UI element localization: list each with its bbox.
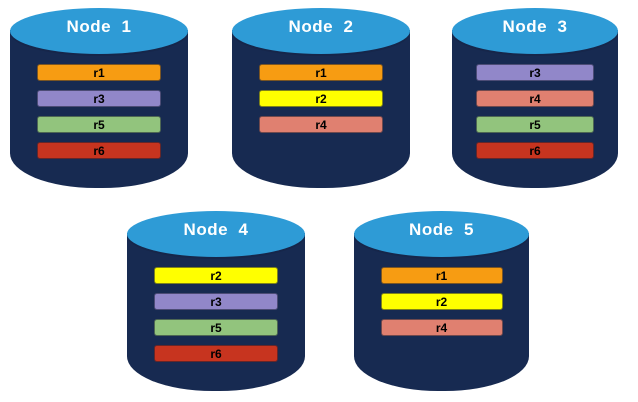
replica-bar[interactable]: r4 xyxy=(380,319,503,336)
replica-bar[interactable]: r2 xyxy=(380,293,503,310)
cylinder-side xyxy=(127,233,305,391)
replica-bar[interactable]: r2 xyxy=(259,90,383,107)
database-node-2[interactable]: Node 2 r1 r2 r4 xyxy=(232,8,410,188)
cylinder-shape xyxy=(10,8,188,188)
cylinder-side xyxy=(10,30,188,188)
cylinder-shape xyxy=(354,211,529,391)
node-label: Node 4 xyxy=(183,220,249,239)
replica-bar[interactable]: r6 xyxy=(154,345,278,362)
cylinder-shape xyxy=(127,211,305,391)
database-node-5[interactable]: Node 5 r1 r2 r4 xyxy=(354,211,529,391)
replica-bar[interactable]: r3 xyxy=(37,90,161,107)
cylinder-side xyxy=(452,30,618,188)
replica-list: r1 r2 r4 xyxy=(354,267,529,336)
replica-list: r2 r3 r5 r6 xyxy=(127,267,305,362)
node-label: Node 2 xyxy=(288,17,354,36)
cylinder-top-ellipse xyxy=(127,211,305,257)
cylinder-side xyxy=(354,233,529,391)
replica-bar[interactable]: r2 xyxy=(154,267,278,284)
replica-bar[interactable]: r3 xyxy=(154,293,278,310)
replica-bar[interactable]: r1 xyxy=(37,64,161,81)
cylinder-side xyxy=(232,30,410,188)
replica-list: r1 r2 r4 xyxy=(232,64,410,133)
replica-bar[interactable]: r5 xyxy=(154,319,278,336)
cylinder-top-ellipse xyxy=(232,8,410,54)
replica-bar[interactable]: r5 xyxy=(37,116,161,133)
database-node-1[interactable]: Node 1 r1 r3 r5 r6 xyxy=(10,8,188,188)
replica-bar[interactable]: r6 xyxy=(476,142,594,159)
cylinder-shape xyxy=(452,8,618,188)
replica-bar[interactable]: r6 xyxy=(37,142,161,159)
cylinder-top-ellipse xyxy=(452,8,618,54)
cylinder-top-ellipse xyxy=(10,8,188,54)
replica-list: r3 r4 r5 r6 xyxy=(452,64,618,159)
database-node-4[interactable]: Node 4 r2 r3 r5 r6 xyxy=(127,211,305,391)
node-label: Node 5 xyxy=(409,220,474,239)
replica-bar[interactable]: r1 xyxy=(259,64,383,81)
node-label: Node 3 xyxy=(502,17,568,36)
node-label: Node 1 xyxy=(66,17,132,36)
replica-bar[interactable]: r4 xyxy=(259,116,383,133)
database-node-3[interactable]: Node 3 r3 r4 r5 r6 xyxy=(452,8,618,188)
cylinder-top-ellipse xyxy=(354,211,529,257)
replica-list: r1 r3 r5 r6 xyxy=(10,64,188,159)
replica-bar[interactable]: r3 xyxy=(476,64,594,81)
replica-bar[interactable]: r5 xyxy=(476,116,594,133)
replica-bar[interactable]: r4 xyxy=(476,90,594,107)
cylinder-shape xyxy=(232,8,410,188)
replica-bar[interactable]: r1 xyxy=(380,267,503,284)
